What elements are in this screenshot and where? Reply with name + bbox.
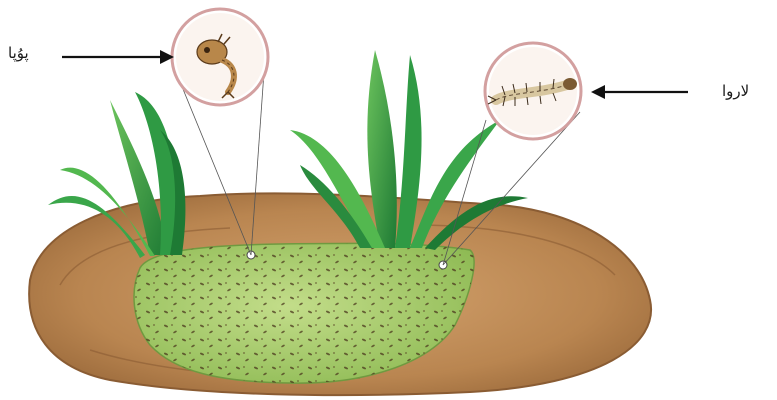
arrow-right-icon — [62, 50, 174, 64]
arrow-left-icon — [591, 85, 688, 99]
larva-label: لاروا — [722, 82, 749, 100]
larva-magnified — [485, 43, 581, 139]
pupa-magnified — [172, 9, 268, 105]
pupa-label: پوُپا — [8, 44, 29, 62]
